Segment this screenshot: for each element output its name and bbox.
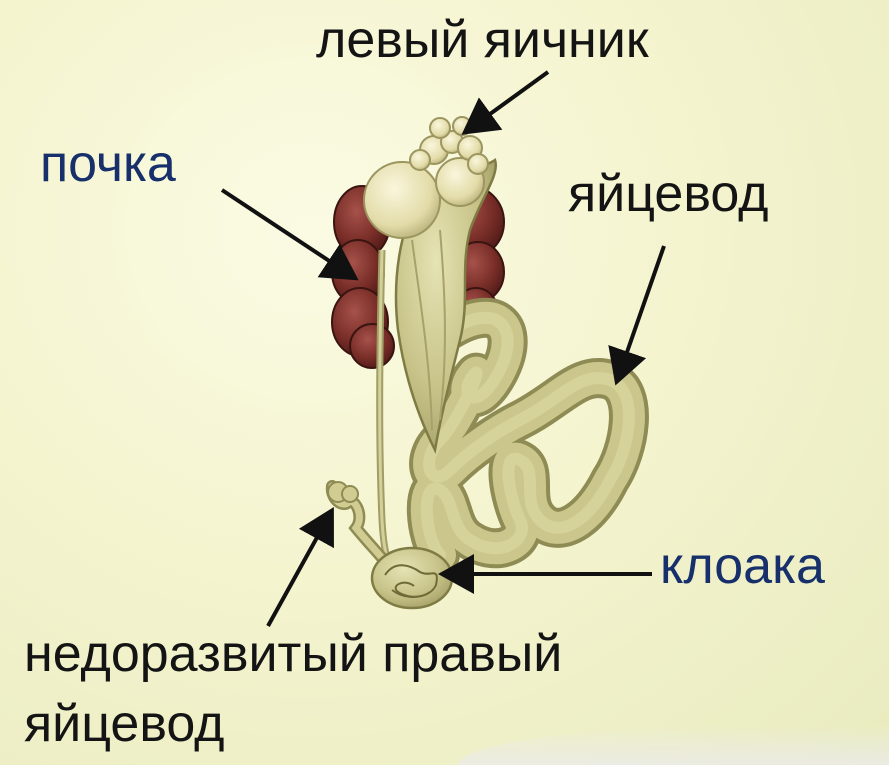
arrow-kidney xyxy=(222,190,352,276)
label-kidney: почка xyxy=(40,138,176,190)
label-cloaca: клоака xyxy=(660,540,825,592)
label-oviduct: яйцевод xyxy=(568,168,768,220)
arrow-left-ovary xyxy=(468,72,548,130)
arrow-right-oviduct xyxy=(268,514,330,626)
label-underdeveloped-right-line2: яйцевод xyxy=(24,698,224,750)
label-left-ovary: левый яичник xyxy=(316,14,649,66)
arrow-oviduct xyxy=(618,246,664,378)
cloaca-shape xyxy=(372,548,452,608)
label-underdeveloped-right-line1: недоразвитый правый xyxy=(24,628,562,680)
